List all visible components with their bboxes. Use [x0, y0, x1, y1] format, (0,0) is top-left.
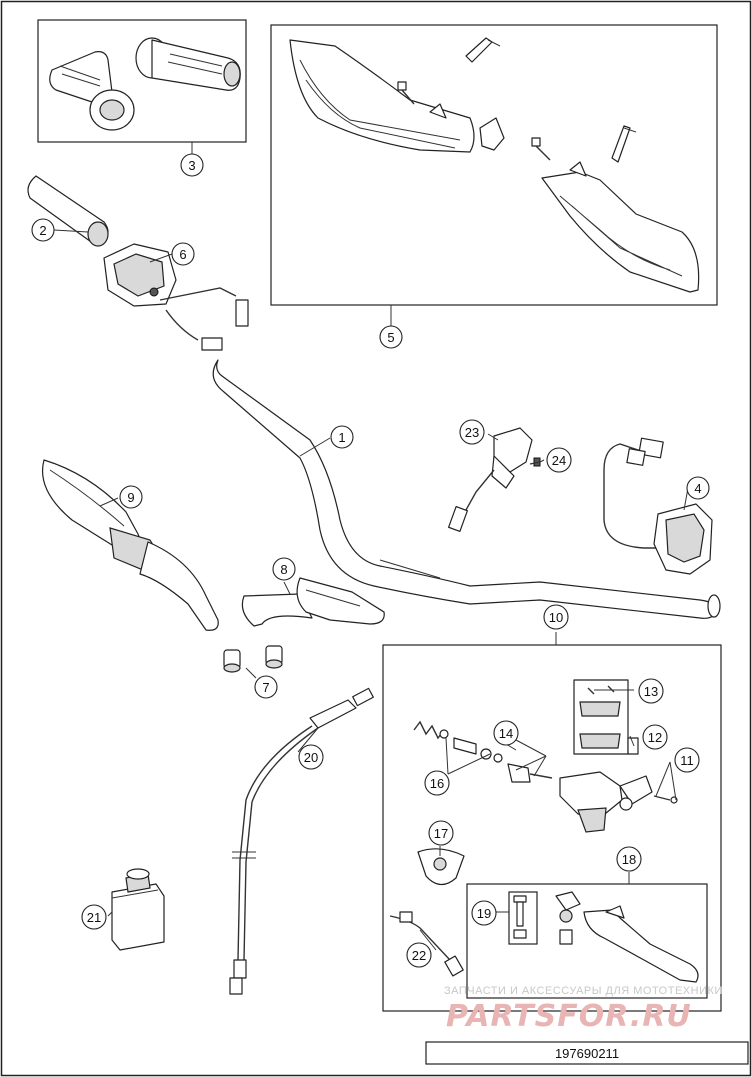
grips-box [37, 19, 247, 143]
callout-3: 3 [180, 153, 204, 177]
bolt-19 [513, 895, 527, 939]
svg-text:1: 1 [338, 430, 345, 445]
svg-text:11: 11 [680, 753, 694, 768]
svg-text:14: 14 [499, 726, 513, 741]
callout-8: 8 [272, 557, 296, 581]
watermark-logo: PARTSFOR.RU [446, 999, 692, 1034]
callout-24: 24 [546, 447, 572, 473]
callout-2: 2 [31, 218, 55, 242]
svg-text:3: 3 [188, 158, 195, 173]
watermark-tagline: ЗАПЧАСТИ И АКСЕССУАРЫ ДЛЯ МОТОТЕХНИКИ [444, 985, 723, 997]
svg-text:6: 6 [179, 247, 186, 262]
connector-6b [201, 337, 223, 351]
callout-22: 22 [406, 942, 432, 968]
svg-text:17: 17 [434, 826, 448, 841]
callout-9: 9 [119, 485, 143, 509]
svg-text:18: 18 [622, 852, 636, 867]
svg-text:8: 8 [280, 562, 287, 577]
bolt-left [397, 81, 415, 105]
code-box [425, 1041, 749, 1065]
handguard-8 [241, 577, 385, 627]
grips-part [49, 37, 241, 131]
plug-7a [223, 649, 241, 673]
svg-text:4: 4 [694, 481, 701, 496]
switch-left [103, 243, 177, 307]
svg-text:23: 23 [465, 425, 479, 440]
svg-text:9: 9 [127, 490, 134, 505]
clutch-box [382, 644, 722, 1012]
callouts: 1 2 3 4 5 6 7 8 9 10 11 12 13 14 16 17 1… [31, 153, 710, 968]
svg-text:16: 16 [430, 776, 444, 791]
svg-text:10: 10 [549, 610, 563, 625]
callout-18: 18 [616, 846, 642, 872]
svg-text:24: 24 [552, 453, 566, 468]
screw-24 [529, 457, 541, 467]
svg-text:22: 22 [412, 948, 426, 963]
bolt-19-frame [508, 891, 538, 945]
svg-text:20: 20 [304, 750, 318, 765]
callout-16: 16 [424, 770, 450, 796]
handguard-9 [42, 459, 219, 631]
screw-left [465, 37, 501, 63]
callout-7: 7 [254, 675, 278, 699]
bolt-right [531, 137, 551, 161]
sensor-22 [389, 911, 464, 977]
pin-11 [653, 795, 678, 804]
callout-17: 17 [428, 820, 454, 846]
handguard-right [541, 161, 700, 293]
svg-text:19: 19 [477, 906, 491, 921]
callout-11: 11 [674, 747, 700, 773]
svg-text:21: 21 [87, 910, 101, 925]
bushing-12 [627, 737, 639, 755]
connector-6a [235, 299, 249, 327]
handguards-box [270, 24, 718, 306]
callout-23: 23 [459, 419, 485, 445]
clutch-cable [229, 687, 374, 995]
plug-7b [265, 645, 283, 669]
lever-box [466, 883, 708, 999]
svg-text:2: 2 [39, 223, 46, 238]
clamp-17 [417, 848, 465, 886]
svg-text:13: 13 [644, 684, 658, 699]
callout-5: 5 [379, 325, 403, 349]
throttle-grip [27, 175, 109, 247]
switch-23 [447, 427, 533, 532]
master-cylinder [559, 771, 653, 833]
callout-4: 4 [686, 476, 710, 500]
callout-10: 10 [543, 604, 569, 630]
handguard-left [289, 39, 505, 153]
adjuster-18 [555, 891, 581, 945]
callout-21: 21 [81, 904, 107, 930]
screw-right [611, 125, 637, 163]
callout-20: 20 [298, 744, 324, 770]
callout-14: 14 [493, 720, 519, 746]
connector-4 [626, 437, 664, 466]
switch-right [653, 503, 713, 575]
callout-1: 1 [330, 425, 354, 449]
callout-19: 19 [471, 900, 497, 926]
spring-16 [413, 720, 503, 763]
svg-text:5: 5 [387, 330, 394, 345]
piston-14 [507, 763, 553, 783]
callout-6: 6 [171, 242, 195, 266]
callout-13: 13 [638, 678, 664, 704]
callout-12: 12 [642, 724, 668, 750]
handlebar [212, 359, 721, 619]
drawing-code: 197690211 [555, 1046, 619, 1061]
oil-bottle [111, 868, 165, 951]
lever-18 [583, 905, 699, 983]
reservoir-lid-13 [573, 679, 629, 755]
svg-text:12: 12 [648, 730, 662, 745]
svg-text:7: 7 [262, 680, 269, 695]
